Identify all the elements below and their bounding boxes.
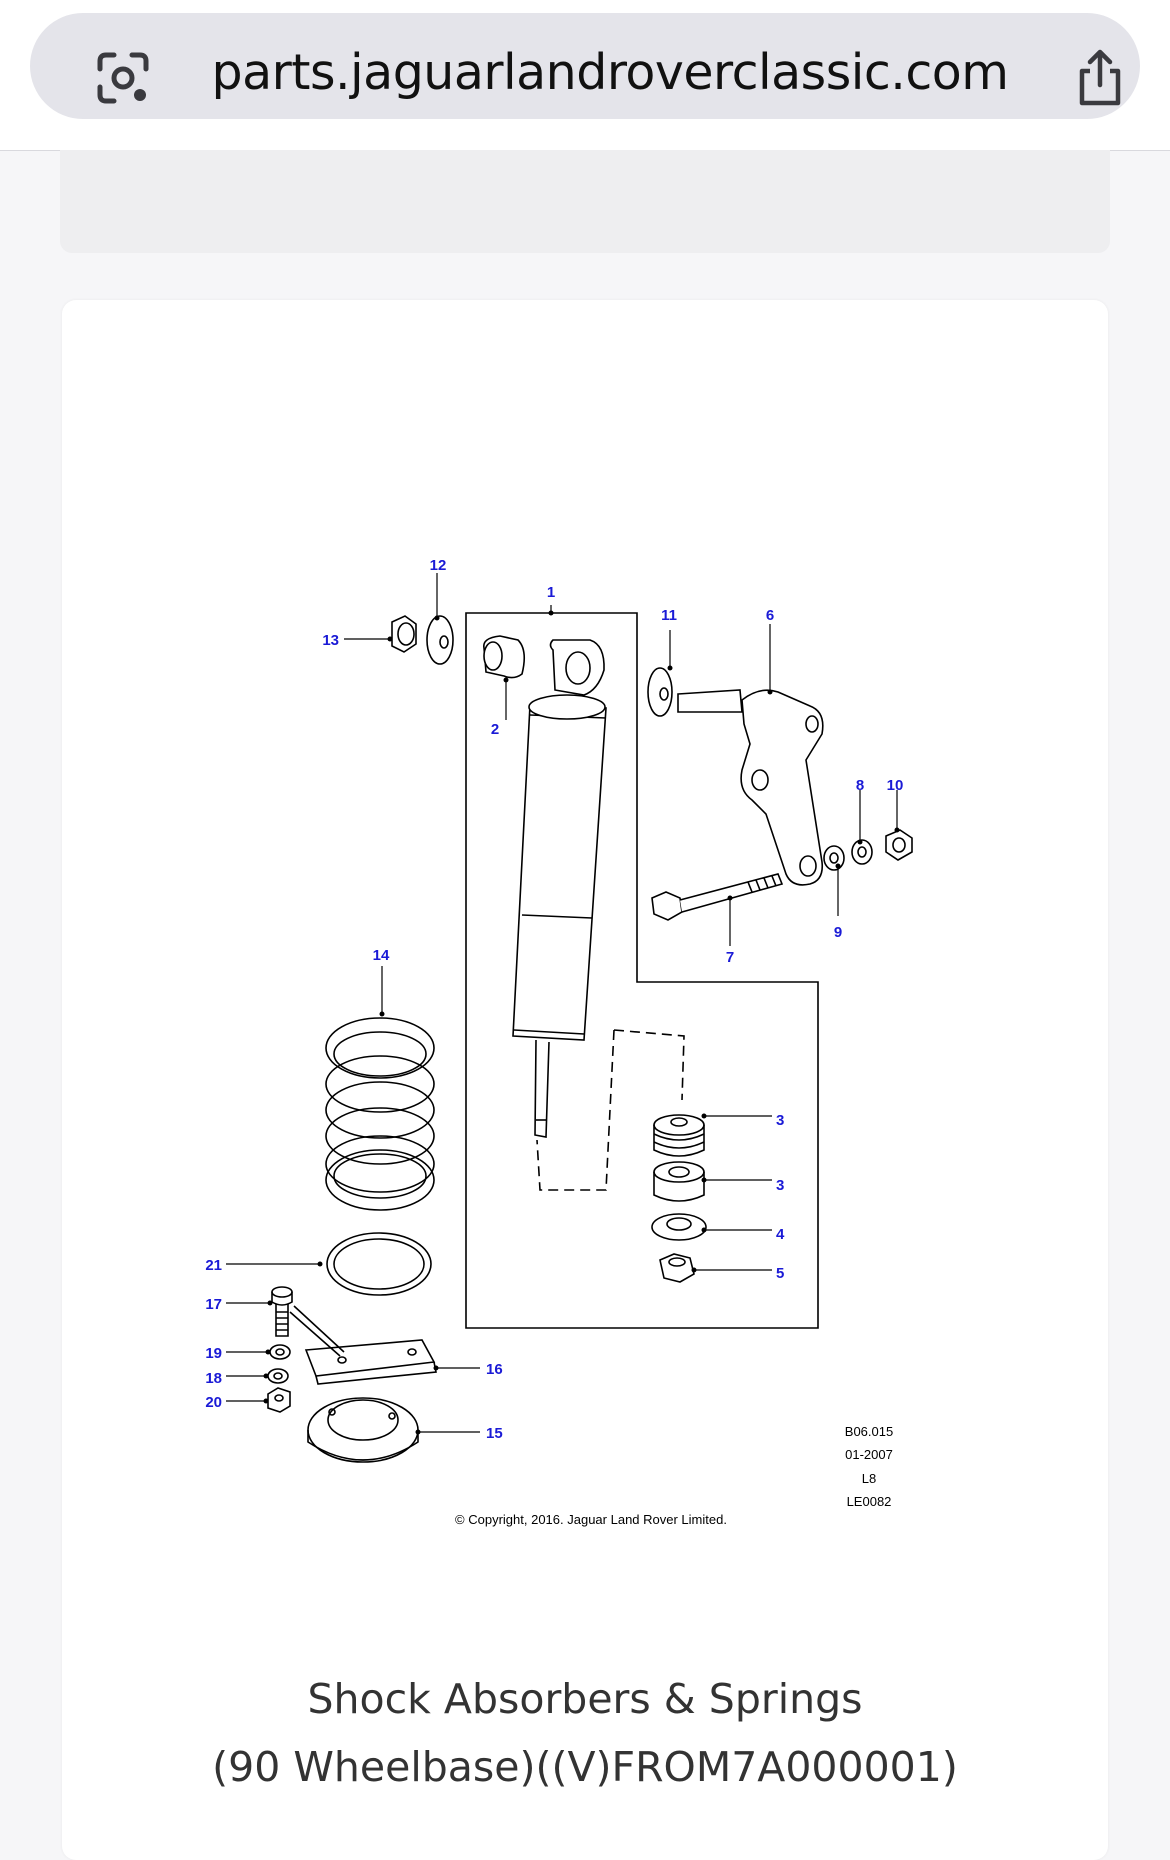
callout-19: 19 <box>205 1345 222 1362</box>
callout-17: 17 <box>205 1296 222 1313</box>
camera-search-icon[interactable] <box>94 49 152 107</box>
bolt-7 <box>651 873 784 921</box>
callout-20: 20 <box>205 1394 222 1411</box>
callout-12: 12 <box>430 557 447 574</box>
rubber-3-upper <box>653 1114 705 1157</box>
plate-16 <box>289 1305 437 1385</box>
callout-2: 2 <box>491 721 499 738</box>
washer-11 <box>647 667 673 717</box>
washer-4 <box>651 1213 707 1241</box>
bolt-17 <box>271 1286 293 1337</box>
callout-15: 15 <box>486 1425 503 1442</box>
nut-20 <box>267 1387 291 1413</box>
callout-3-upper: 3 <box>776 1112 784 1129</box>
nut-13 <box>391 615 417 653</box>
nut-5 <box>659 1253 695 1283</box>
dashed-guide <box>536 1029 685 1191</box>
ref-le: LE0082 <box>847 1494 892 1509</box>
leader-lines <box>226 573 898 1433</box>
spring-seat-15 <box>307 1397 419 1463</box>
share-icon[interactable] <box>1070 47 1130 109</box>
nut-10 <box>885 829 913 861</box>
washer-9 <box>823 845 845 871</box>
coil-spring-14 <box>325 1017 435 1211</box>
washer-12 <box>426 615 454 665</box>
washer-19 <box>269 1344 291 1360</box>
callout-10: 10 <box>887 777 904 794</box>
callout-5: 5 <box>776 1265 784 1282</box>
bracket-6 <box>677 689 824 886</box>
image-header-panel <box>60 150 1110 253</box>
kit-boundary <box>465 612 819 1329</box>
callout-6: 6 <box>766 607 774 624</box>
ref-l: L8 <box>862 1471 876 1486</box>
callout-16: 16 <box>486 1361 503 1378</box>
copyright-text: © Copyright, 2016. Jaguar Land Rover Lim… <box>455 1512 727 1527</box>
washer-8 <box>851 839 873 865</box>
callout-1: 1 <box>547 584 555 601</box>
address-bar[interactable]: parts.jaguarlandroverclassic.com <box>30 13 1140 119</box>
callout-21: 21 <box>205 1257 222 1274</box>
title-line-1: Shock Absorbers & Springs <box>307 1675 863 1723</box>
page-title: Shock Absorbers & Springs (90 Wheelbase)… <box>70 1665 1100 1801</box>
rubber-3-lower <box>653 1161 705 1202</box>
callout-3-lower: 3 <box>776 1177 784 1194</box>
callout-9: 9 <box>834 924 842 941</box>
callout-8: 8 <box>856 777 864 794</box>
leader-dots <box>263 610 900 1435</box>
callout-4: 4 <box>776 1226 785 1243</box>
callout-18: 18 <box>205 1370 222 1387</box>
title-line-2: (90 Wheelbase)((V)FROM7A000001) <box>212 1743 958 1791</box>
browser-toolbar: parts.jaguarlandroverclassic.com <box>0 0 1170 151</box>
callout-13: 13 <box>322 632 339 649</box>
diagram-card <box>62 300 1108 1860</box>
callout-14: 14 <box>373 947 390 964</box>
ring-21 <box>326 1232 432 1296</box>
shock-absorber <box>512 639 607 1138</box>
callout-11: 11 <box>661 607 677 624</box>
bush-2 <box>483 635 526 679</box>
washer-18 <box>267 1368 289 1384</box>
ref-date: 01-2007 <box>845 1447 893 1462</box>
url-text[interactable]: parts.jaguarlandroverclassic.com <box>211 44 1009 101</box>
callout-7: 7 <box>726 949 734 966</box>
ref-code: B06.015 <box>845 1424 893 1439</box>
